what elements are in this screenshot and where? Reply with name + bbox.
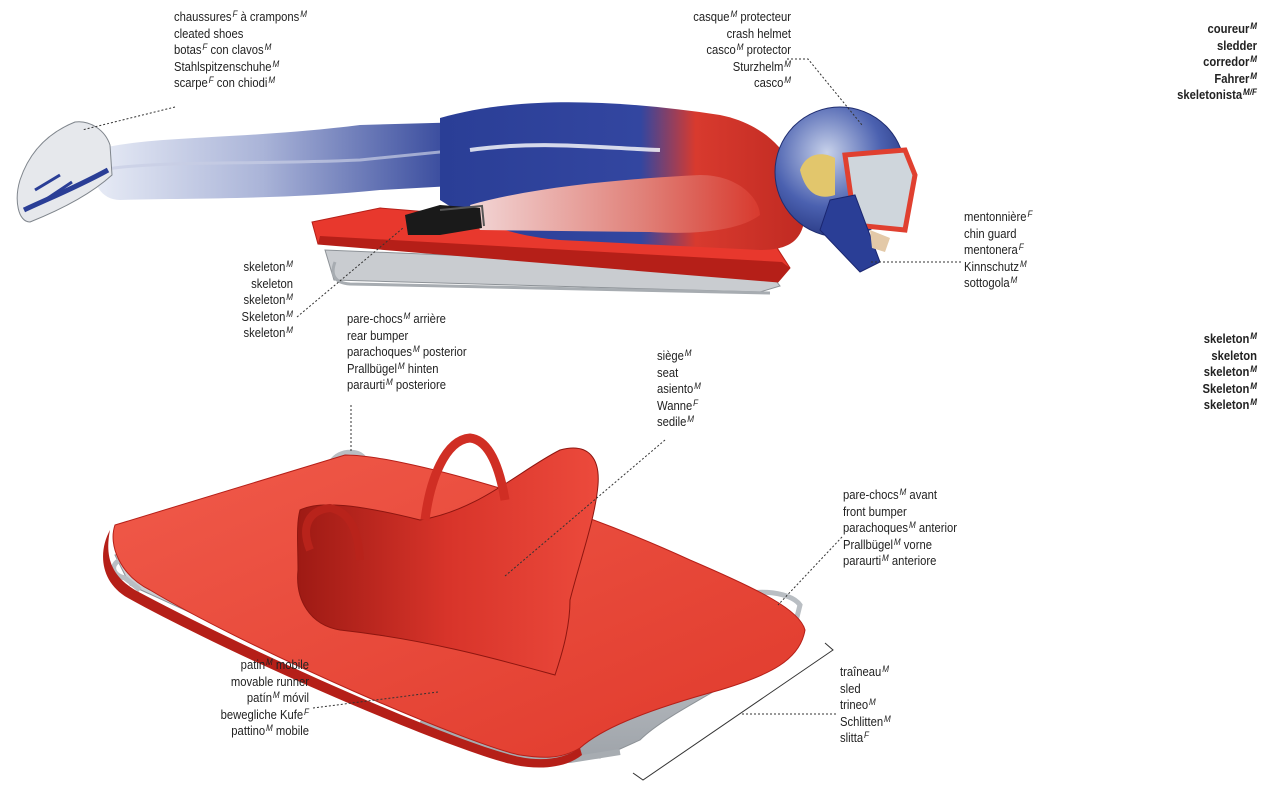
label-line: botasF con clavosM [174,42,307,59]
label-line: chin guard [964,226,1032,243]
label-line: StahlspitzenschuheM [174,59,307,76]
label-line: cascoM [655,75,791,92]
label-line: patinM mobile [193,657,309,674]
label-line: corredorM [1145,54,1257,71]
label-line: crash helmet [655,26,791,43]
label-line: skeletonistaM/F [1145,87,1257,104]
label-line: paraurtiM posteriore [347,377,467,394]
label-line: pare-chocsM arrière [347,311,467,328]
label-line: seat [657,365,701,382]
label-line: chaussuresF à cramponsM [174,9,307,26]
label-line: cascoM protector [655,42,791,59]
label-line: sottogolaM [964,275,1032,292]
label-line: skeletonM [1145,397,1257,414]
label-line: WanneF [657,398,701,415]
label-line: asientoM [657,381,701,398]
label-line: skeletonM [206,325,293,342]
label-line: trineoM [840,697,891,714]
label-line: rear bumper [347,328,467,345]
label-line: parachoquesM posterior [347,344,467,361]
label-line: front bumper [843,504,957,521]
leader-shoes [82,107,175,130]
label-line: skeletonM [1145,364,1257,381]
label-line: cleated shoes [174,26,307,43]
label-line: skeletonM [206,292,293,309]
label-line: scarpeF con chiodiM [174,75,307,92]
label-line: SchlittenM [840,714,891,731]
label-line: sled [840,681,891,698]
label-line: movable runner [193,674,309,691]
label-line: skeleton [1145,348,1257,365]
label-line: FahrerM [1145,71,1257,88]
label-line: sedileM [657,414,701,431]
label-line: skeletonM [1145,331,1257,348]
label-line: coureurM [1145,21,1257,38]
label-line: paraurtiM anteriore [843,553,957,570]
label-line: pare-chocsM avant [843,487,957,504]
label-line: KinnschutzM [964,259,1032,276]
label-line: PrallbügelM hinten [347,361,467,378]
label-line: mentoneraF [964,242,1032,259]
label-line: mentonnièreF [964,209,1032,226]
label-line: parachoquesM anterior [843,520,957,537]
label-line: skeleton [206,276,293,293]
label-line: traîneauM [840,664,891,681]
label-line: skeletonM [206,259,293,276]
label-line: sledder [1145,38,1257,55]
label-line: slittaF [840,730,891,747]
label-line: SturzhelmM [655,59,791,76]
label-line: pattinoM mobile [193,723,309,740]
label-line: PrallbügelM vorne [843,537,957,554]
label-line: SkeletonM [1145,381,1257,398]
label-line: bewegliche KufeF [193,707,309,724]
label-line: patínM móvil [193,690,309,707]
label-line: siègeM [657,348,701,365]
label-line: casqueM protecteur [655,9,791,26]
label-line: SkeletonM [206,309,293,326]
